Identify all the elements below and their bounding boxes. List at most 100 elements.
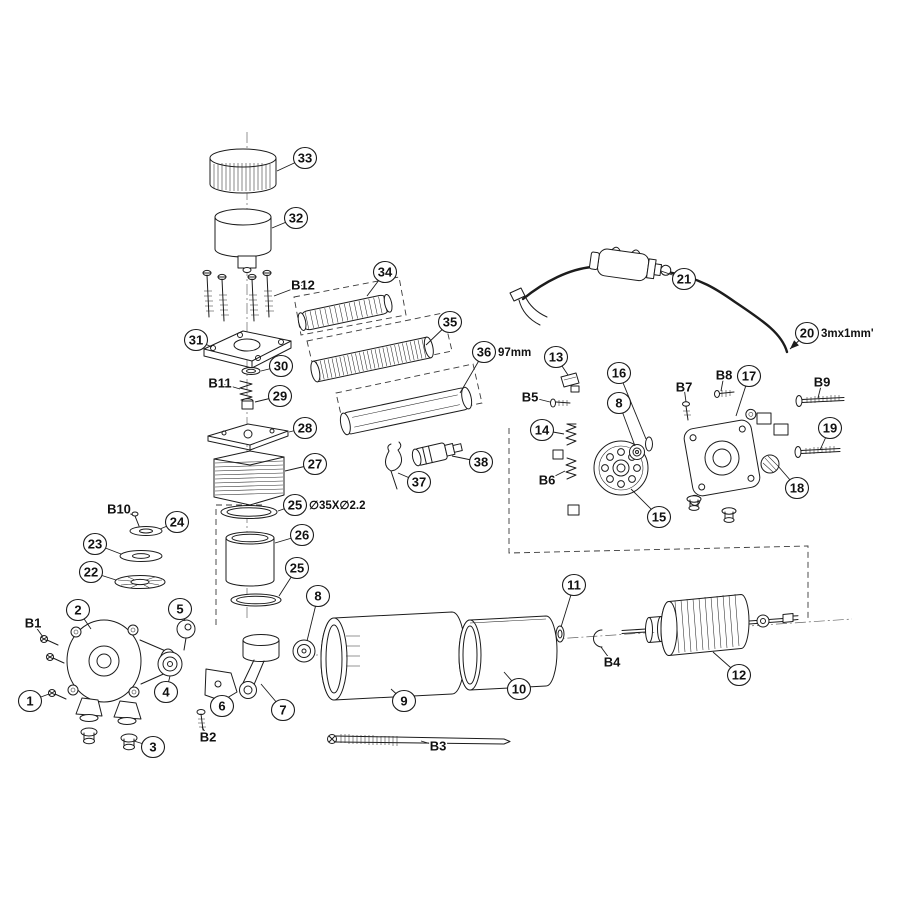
callout-B4: B4: [602, 653, 622, 671]
part-b9-screw: [795, 395, 845, 407]
callout-25b: 25: [284, 556, 310, 580]
part-13-bracket: [560, 372, 580, 393]
callout-20-annotation: 3mx1mm': [821, 328, 874, 340]
part-30-ring: [241, 367, 261, 375]
part-b4-circlip: [593, 629, 603, 648]
callout-18: 18: [784, 476, 810, 500]
callout-12: 12: [726, 663, 752, 687]
svg-text:16: 16: [612, 366, 626, 381]
callout-27: 27: [302, 452, 328, 476]
part-b7-screw: [682, 401, 691, 421]
part-b10-screw: [131, 511, 140, 527]
callout-11: 11: [561, 573, 587, 597]
part-28-valve-plate: [207, 423, 289, 451]
part-22-fan-washer: [114, 575, 166, 589]
svg-text:18: 18: [790, 481, 804, 496]
callout-14: 14: [529, 418, 555, 442]
callout-8b: 8: [606, 391, 632, 415]
svg-text:B3: B3: [430, 739, 447, 754]
part-b2-screw: [196, 709, 206, 731]
svg-text:28: 28: [298, 421, 312, 436]
part-29-valve: [241, 398, 254, 410]
part-26-sleeve: [225, 531, 275, 587]
svg-text:19: 19: [823, 421, 837, 436]
svg-text:32: 32: [289, 211, 303, 226]
callout-B10: B10: [106, 500, 133, 518]
part-35-coil-hose: [310, 336, 434, 383]
svg-text:B1: B1: [25, 616, 42, 631]
part-6-counterweight: [204, 668, 238, 702]
svg-text:30: 30: [274, 359, 288, 374]
callout-B3: B3: [428, 737, 448, 755]
callout-38: 38: [468, 450, 494, 474]
callout-29: 29: [267, 384, 293, 408]
svg-text:3: 3: [149, 740, 156, 755]
callout-21: 21: [671, 267, 697, 291]
svg-text:9: 9: [400, 694, 407, 709]
svg-text:35: 35: [443, 315, 457, 330]
callout-35: 35: [437, 310, 463, 334]
svg-text:15: 15: [652, 510, 666, 525]
svg-text:B8: B8: [716, 368, 733, 383]
callout-B2: B2: [198, 728, 218, 746]
callout-16: 16: [606, 361, 632, 385]
svg-text:B4: B4: [604, 655, 621, 670]
callout-5: 5: [167, 597, 193, 621]
callout-15: 15: [646, 505, 672, 529]
part-1-screw: [48, 689, 67, 700]
svg-text:26: 26: [295, 528, 309, 543]
part-b12-screws: [202, 269, 274, 322]
part-34-tube: [297, 294, 393, 331]
part-33-filter-cap: [209, 148, 277, 194]
svg-text:B2: B2: [200, 730, 217, 745]
callout-B7: B7: [674, 378, 694, 396]
part-21-plug: [589, 246, 672, 282]
part-24-washer: [129, 526, 163, 536]
svg-text:11: 11: [567, 578, 581, 593]
svg-text:38: 38: [474, 455, 488, 470]
part-19-screw: [794, 446, 841, 458]
callout-B6: B6: [537, 471, 557, 489]
svg-text:8: 8: [615, 396, 622, 411]
callout-26: 26: [289, 523, 315, 547]
svg-text:37: 37: [412, 475, 426, 490]
callout-13: 13: [543, 345, 569, 369]
part-38-connector: [411, 442, 463, 467]
part-b6-spring-brushes: [552, 449, 580, 516]
part-18-dome-nut: [760, 454, 780, 474]
part-b1-screws: [40, 635, 65, 664]
callout-17: 17: [736, 364, 762, 388]
svg-text:31: 31: [189, 333, 203, 348]
callout-3: 3: [140, 735, 166, 759]
part-23-washer: [119, 550, 163, 562]
callout-4: 4: [153, 680, 179, 704]
callout-2: 2: [65, 598, 91, 622]
callout-B8: B8: [714, 366, 734, 384]
svg-text:36: 36: [477, 345, 491, 360]
svg-text:B10: B10: [107, 502, 131, 517]
part-8-bearing-left: [292, 639, 316, 663]
svg-text:B12: B12: [291, 278, 315, 293]
callout-22: 22: [78, 560, 104, 584]
part-17-end-bracket: [683, 408, 789, 523]
svg-text:4: 4: [162, 685, 170, 700]
svg-text:2: 2: [74, 603, 81, 618]
part-11-washer: [555, 625, 565, 643]
callout-25a: 25∅35X∅2.2: [282, 493, 367, 517]
svg-text:34: 34: [378, 265, 393, 280]
svg-text:1: 1: [26, 694, 33, 709]
svg-text:B6: B6: [539, 473, 556, 488]
callout-7: 7: [270, 698, 296, 722]
svg-text:24: 24: [170, 515, 185, 530]
callout-31: 31: [183, 328, 209, 352]
callout-B9: B9: [812, 373, 832, 391]
part-10-shell-half: [458, 615, 558, 691]
part-b5-screw: [550, 398, 571, 408]
svg-text:21: 21: [677, 272, 691, 287]
part-36-hose: [339, 386, 473, 436]
part-12-armature: [621, 593, 799, 656]
part-14-spring: [565, 423, 577, 446]
